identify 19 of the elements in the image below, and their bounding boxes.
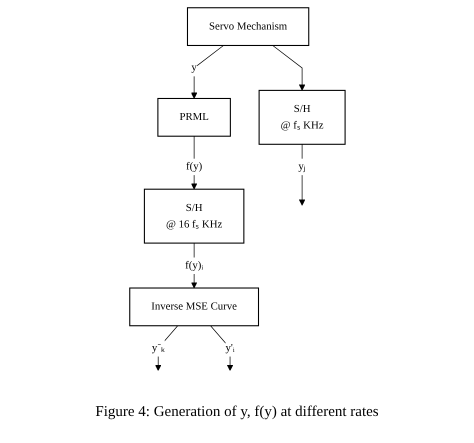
figure-caption: Figure 4: Generation of y, f(y) at different rates bbox=[94, 404, 380, 421]
arrow bbox=[190, 242, 197, 288]
arrow bbox=[190, 136, 197, 190]
node-box: PRML bbox=[156, 98, 230, 137]
node-box: S/H @ fₛ KHz bbox=[258, 90, 346, 145]
edge-label: yⱼ bbox=[298, 160, 306, 172]
edge-label: y bbox=[191, 62, 196, 74]
arrow bbox=[298, 144, 305, 206]
node-box: S/H @ 16 fₛ KHz bbox=[143, 188, 244, 244]
edge-label: y'ᵢ bbox=[225, 342, 234, 354]
arrow bbox=[272, 45, 305, 91]
arrow bbox=[190, 45, 224, 99]
node-box: Servo Mechanism bbox=[186, 7, 309, 46]
arrow bbox=[154, 325, 178, 371]
edge-label: f(y) bbox=[186, 160, 202, 172]
arrow bbox=[210, 325, 233, 371]
edge-label: y⁻ₖ bbox=[151, 342, 164, 354]
node-box: Inverse MSE Curve bbox=[128, 288, 259, 326]
edge-label: f(y)ᵢ bbox=[184, 260, 203, 272]
